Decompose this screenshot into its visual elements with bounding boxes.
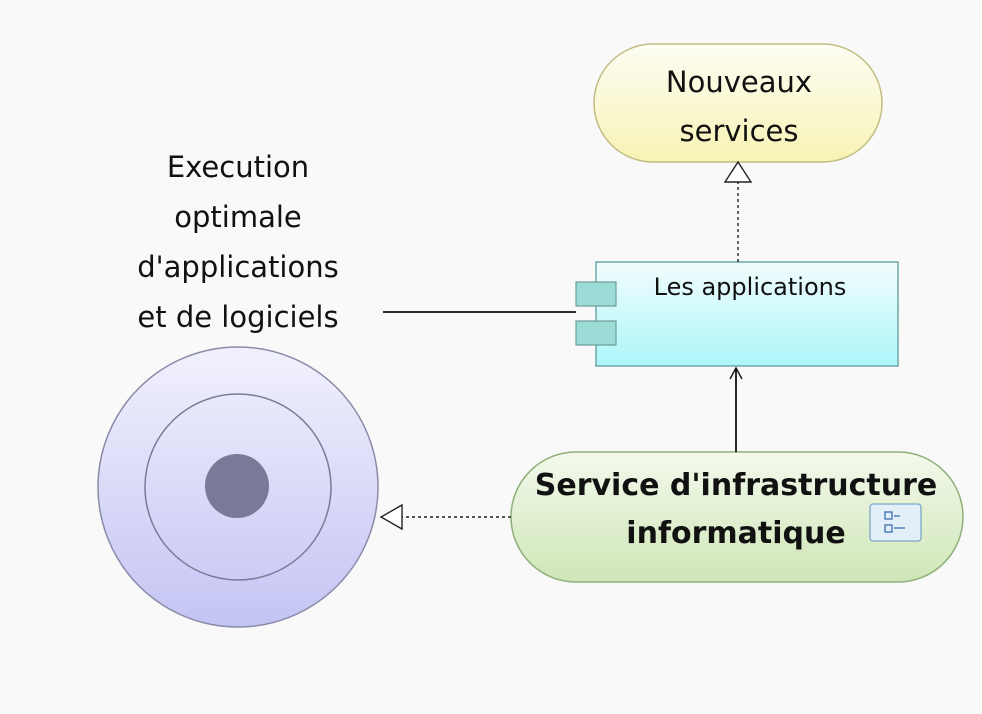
service-infra-label: Service d'infrastructure informatique <box>516 462 956 558</box>
edge-apps-to-nouveaux <box>723 160 753 262</box>
application-component-body <box>595 261 899 367</box>
goal-middle-ring <box>144 393 332 581</box>
edge-infra-to-goal <box>379 503 511 531</box>
component-tab-top <box>575 281 617 307</box>
nouveaux-services-label-line1: Nouveaux <box>665 65 813 99</box>
nouveaux-services-label-line2: services <box>679 114 799 148</box>
goal-label-line1: Execution <box>166 150 310 184</box>
les-applications-node[interactable] <box>575 261 899 367</box>
goal-label: Execution optimale d'applications et de … <box>100 142 376 342</box>
service-infra-label-line2: informatique <box>626 516 846 551</box>
service-infra-label-line1: Service d'infrastructure <box>534 468 938 503</box>
component-tab-bottom <box>575 320 617 346</box>
nouveaux-services-label: Nouveaux services <box>606 58 872 156</box>
les-applications-label: Les applications <box>653 273 847 301</box>
goal-label-line4: et de logiciels <box>137 300 339 334</box>
goal-label-line3: d'applications <box>137 250 339 284</box>
service-list-icon <box>869 503 922 542</box>
goal-center-dot <box>205 454 269 518</box>
goal-node[interactable] <box>97 346 379 628</box>
goal-label-line2: optimale <box>174 200 302 234</box>
edge-infra-to-apps <box>729 366 743 452</box>
